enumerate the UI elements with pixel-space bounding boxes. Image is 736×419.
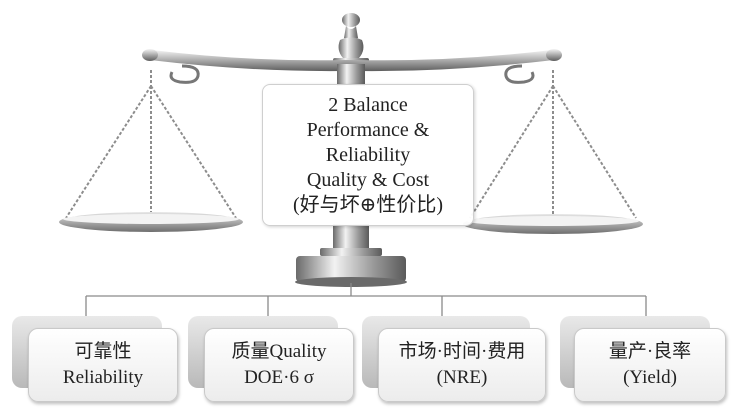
card-line-2: DOE·6 σ xyxy=(244,367,314,388)
card-line-1: 市场·时间·费用 xyxy=(398,341,526,362)
right-chains xyxy=(469,70,637,219)
market-time-cost-card: 市场·时间·费用 (NRE) xyxy=(378,328,546,402)
card-line-2: Reliability xyxy=(62,367,144,388)
center-title-line: Quality & Cost xyxy=(306,168,430,191)
card-line-2: (Yield) xyxy=(623,367,677,388)
left-hook xyxy=(169,64,200,84)
center-title-line: Reliability xyxy=(325,143,411,166)
scale-beam xyxy=(142,49,562,72)
scale-top-finial xyxy=(333,13,369,64)
reliability-card: 可靠性 Reliability xyxy=(28,328,178,402)
left-chains xyxy=(65,70,237,219)
center-title-line: 2 Balance xyxy=(328,93,408,116)
right-pan xyxy=(463,214,643,234)
card-line-1: 量产·良率 xyxy=(608,341,692,362)
quality-card: 质量Quality DOE·6 σ xyxy=(204,328,354,402)
card-line-1: 可靠性 xyxy=(74,341,132,362)
center-title-box: 2 Balance Performance & Reliability Qual… xyxy=(262,84,474,226)
center-title-line: Performance & xyxy=(306,118,430,141)
center-title-line: (好与坏⊕性价比) xyxy=(292,193,444,216)
right-hook xyxy=(504,64,535,84)
card-line-1: 质量Quality xyxy=(231,341,327,362)
left-pan xyxy=(59,212,243,232)
yield-card: 量产·良率 (Yield) xyxy=(574,328,726,402)
scale-pillar xyxy=(295,64,407,287)
card-line-2: (NRE) xyxy=(436,367,488,388)
